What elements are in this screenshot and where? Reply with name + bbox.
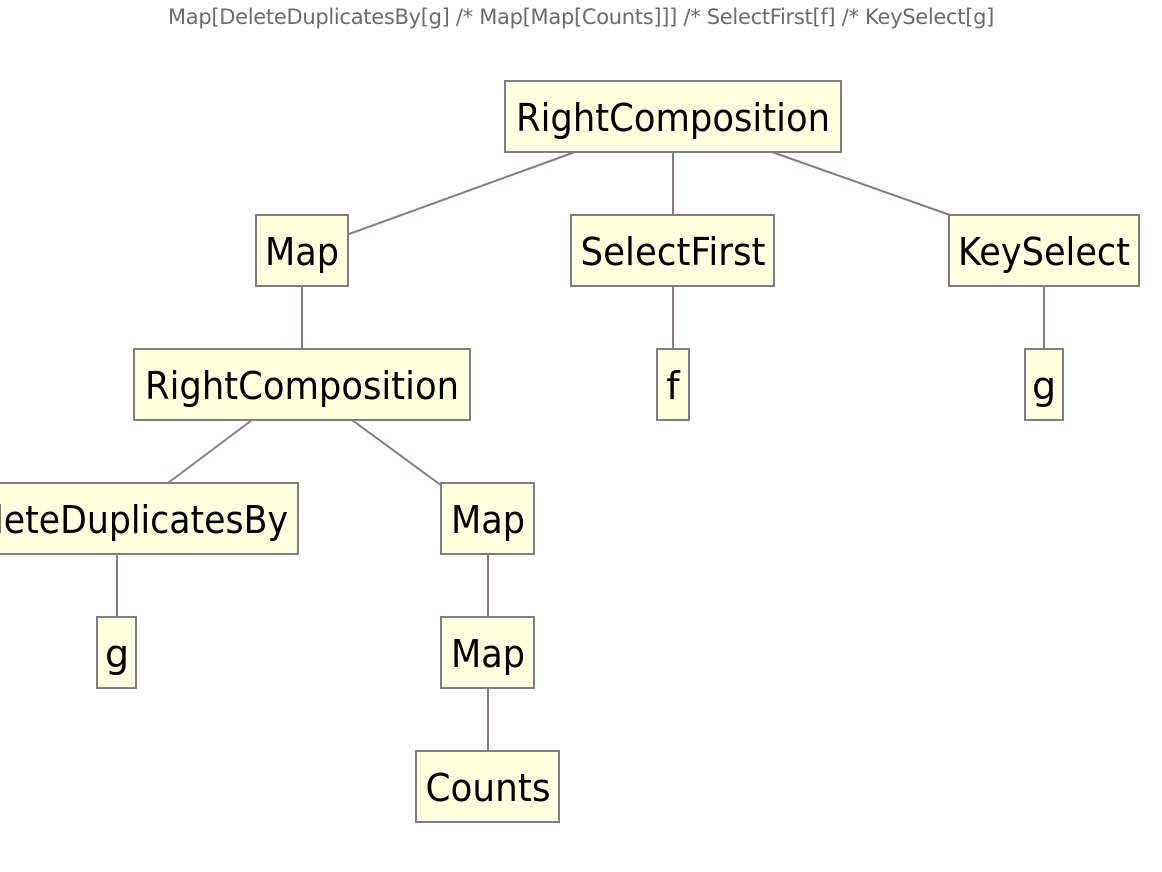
- node-label: KeySelect: [958, 230, 1130, 274]
- node-box: [415, 750, 560, 823]
- node-label: Map: [451, 632, 525, 676]
- tree-edges: [116, 151, 1045, 751]
- expression-title: Map[DeleteDuplicatesBy[g] /* Map[Map[Cou…: [167, 5, 995, 29]
- node-box: [255, 214, 349, 287]
- tree-node-map-2: Map: [440, 482, 535, 555]
- edge-rightcomposition-map: [351, 419, 443, 487]
- node-label: Map: [451, 498, 525, 542]
- edge-root-keyselect: [771, 151, 951, 216]
- node-box: [0, 482, 299, 555]
- tree-node-f: f: [656, 348, 690, 421]
- node-label: Map: [265, 230, 339, 274]
- tree-node-g-deleteduplicatesby: g: [96, 616, 137, 689]
- tree-node-deleteduplicatesby: DeleteDuplicatesBy: [0, 482, 299, 555]
- node-box: [948, 214, 1140, 287]
- node-box: [1024, 348, 1064, 421]
- tree-node-rightcomposition-2: RightComposition: [133, 348, 471, 421]
- node-label: RightComposition: [516, 96, 830, 140]
- node-label: DeleteDuplicatesBy: [0, 498, 288, 542]
- tree-node-counts: Counts: [415, 750, 560, 823]
- edge-root-map: [348, 151, 576, 235]
- tree-node-rightcomposition-root: RightComposition: [504, 80, 842, 153]
- node-box: [96, 616, 137, 689]
- node-box: [504, 80, 842, 153]
- node-label: RightComposition: [145, 364, 459, 408]
- edge-rightcomposition-deleteduplicatesby: [167, 419, 253, 484]
- node-box: [133, 348, 471, 421]
- node-label: SelectFirst: [581, 230, 766, 274]
- node-box: [656, 348, 690, 421]
- node-box: [440, 482, 535, 555]
- tree-node-keyselect: KeySelect: [948, 214, 1140, 287]
- tree-node-g-keyselect: g: [1024, 348, 1064, 421]
- node-label: Counts: [426, 766, 551, 810]
- node-label: g: [1032, 364, 1056, 408]
- node-label: f: [666, 364, 681, 408]
- node-box: [570, 214, 775, 287]
- tree-node-map-3: Map: [440, 616, 535, 689]
- tree-node-map-1: Map: [255, 214, 349, 287]
- node-label: g: [105, 632, 129, 676]
- node-box: [440, 616, 535, 689]
- tree-node-selectfirst: SelectFirst: [570, 214, 775, 287]
